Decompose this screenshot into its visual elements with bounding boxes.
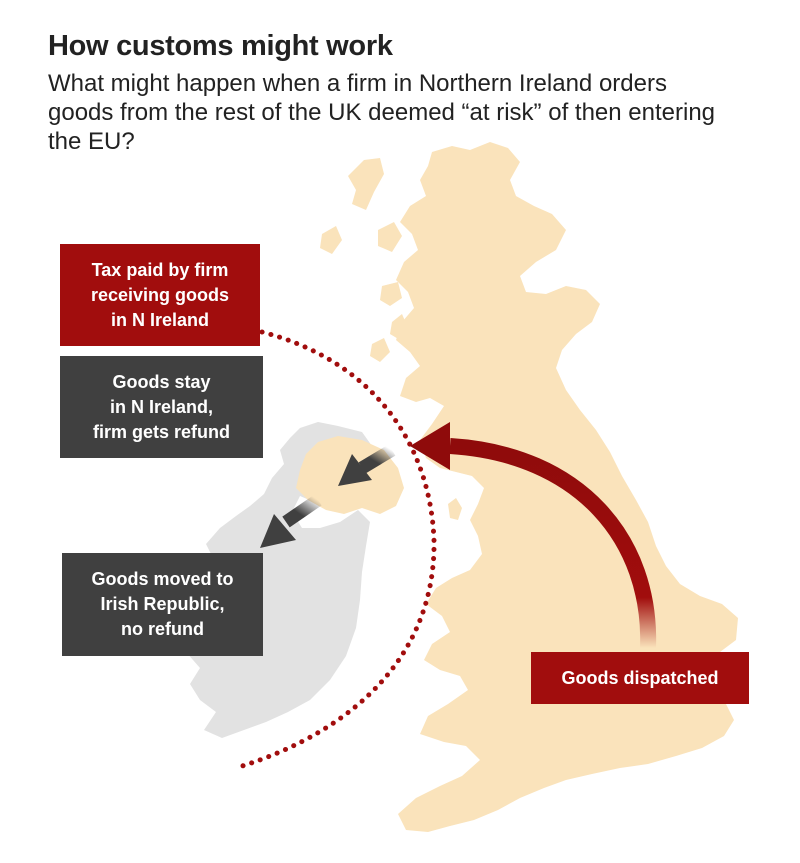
dispatch-arrow-head: [410, 422, 450, 470]
goods-dispatched-label: Goods dispatched: [531, 652, 749, 704]
isle-of-man: [448, 498, 462, 520]
goods-stay-label: Goods stay in N Ireland, firm gets refun…: [60, 356, 263, 458]
page-subtitle: What might happen when a firm in Norther…: [48, 70, 716, 155]
inner-hebrides-jura: [390, 314, 408, 340]
inner-hebrides-islay: [370, 338, 390, 362]
move-arrow-head: [260, 514, 296, 548]
goods-moved-text: Goods moved to Irish Republic, no refund: [91, 569, 234, 639]
page-title: How customs might work: [48, 30, 393, 62]
goods-stay-text: Goods stay in N Ireland, firm gets refun…: [92, 371, 230, 442]
move-arrow-shaft: [282, 494, 322, 528]
tax-paid-label: Tax paid by firm receiving goods in N Ir…: [60, 244, 260, 346]
stay-arrow-shaft: [358, 444, 396, 474]
inner-hebrides-mull: [380, 282, 402, 306]
ireland-landmass: [184, 422, 372, 738]
goods-moved-label: Goods moved to Irish Republic, no refund: [62, 553, 263, 656]
goods-dispatched-text: Goods dispatched: [561, 667, 719, 688]
inner-hebrides-skye: [378, 222, 402, 252]
inner-hebrides-west: [320, 226, 342, 254]
dispatch-arrow-shaft: [449, 438, 657, 649]
stay-arrow-head: [338, 454, 372, 486]
customs-border-arc: [233, 329, 437, 771]
outer-hebrides: [348, 158, 384, 210]
tax-paid-text: Tax paid by firm receiving goods in N Ir…: [90, 259, 230, 330]
